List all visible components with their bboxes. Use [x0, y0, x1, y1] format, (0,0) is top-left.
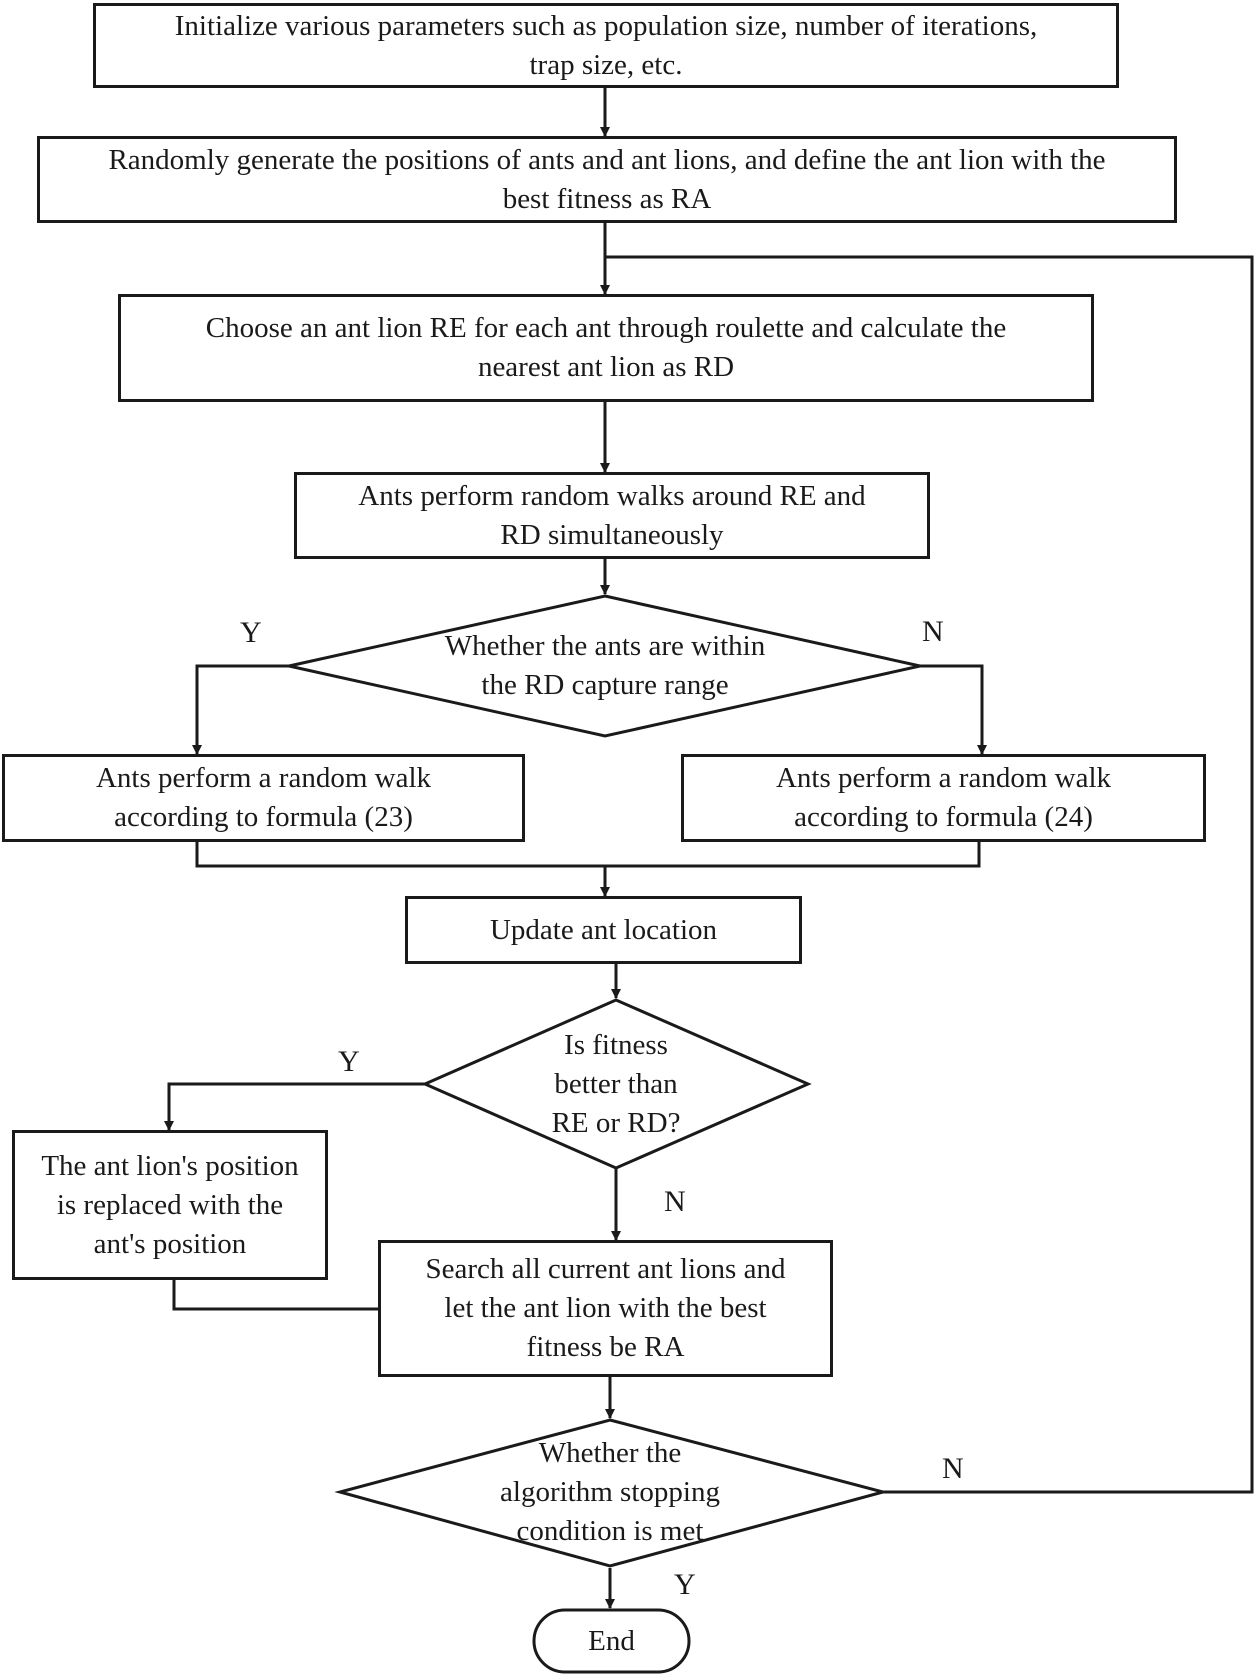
line-replace-to-search [172, 1280, 381, 1311]
merge-line [195, 842, 981, 868]
choose-text: Choose an ant lion RE for each ant throu… [205, 312, 1007, 383]
walk-both-text: Ants perform random walks around RE and … [358, 479, 866, 551]
label-capture-no: N [922, 615, 944, 648]
init-box: Initialize various parameters such as po… [93, 3, 1119, 88]
walk-23-box: Ants perform a random walk according to … [2, 754, 525, 842]
choose-box: Choose an ant lion RE for each ant throu… [118, 294, 1094, 402]
decision-capture-text: Whether the ants are within the RD captu… [444, 630, 766, 701]
end-text: End [588, 1624, 635, 1657]
search-text: Search all current ant lions and let the… [425, 1253, 786, 1363]
label-stop-yes: Y [674, 1568, 696, 1601]
decision-stop-text: Whether the algorithm stopping condition… [500, 1436, 720, 1547]
walk-23-text: Ants perform a random walk according to … [95, 762, 431, 833]
decision-stop: Whether the algorithm stopping condition… [440, 1432, 780, 1552]
decision-fitness-text: Is fitness better than RE or RD? [551, 1028, 681, 1139]
arrow-stop-no-loop [605, 255, 1254, 1494]
walk-24-text: Ants perform a random walk according to … [775, 762, 1111, 833]
replace-text: The ant lion's position is replaced with… [41, 1149, 299, 1260]
update-text: Update ant location [489, 913, 718, 946]
label-capture-yes: Y [240, 616, 262, 649]
decision-fitness-shape [421, 998, 812, 1170]
replace-box: The ant lion's position is replaced with… [12, 1130, 328, 1280]
decision-capture-shape [288, 594, 921, 738]
init-text: Initialize various parameters such as po… [174, 9, 1038, 81]
label-fitness-no: N [664, 1185, 686, 1218]
search-box: Search all current ant lions and let the… [378, 1240, 833, 1377]
decision-fitness: Is fitness better than RE or RD? [500, 1024, 732, 1144]
decision-capture: Whether the ants are within the RD captu… [380, 622, 830, 710]
label-fitness-yes: Y [338, 1045, 360, 1078]
decision-stop-shape [334, 1418, 889, 1568]
walk-24-box: Ants perform a random walk according to … [681, 754, 1206, 842]
arrow-fitness-yes [164, 1082, 425, 1131]
end-shape [532, 1608, 691, 1674]
generate-box: Randomly generate the positions of ants … [37, 136, 1177, 223]
update-box: Update ant location [405, 896, 802, 964]
end-terminal: End [534, 1610, 689, 1672]
label-stop-no: N [942, 1452, 964, 1485]
generate-text: Randomly generate the positions of ants … [108, 143, 1106, 215]
arrow-capture-yes [192, 664, 289, 755]
arrow-capture-no [920, 664, 987, 755]
walk-both-box: Ants perform random walks around RE and … [294, 472, 930, 559]
